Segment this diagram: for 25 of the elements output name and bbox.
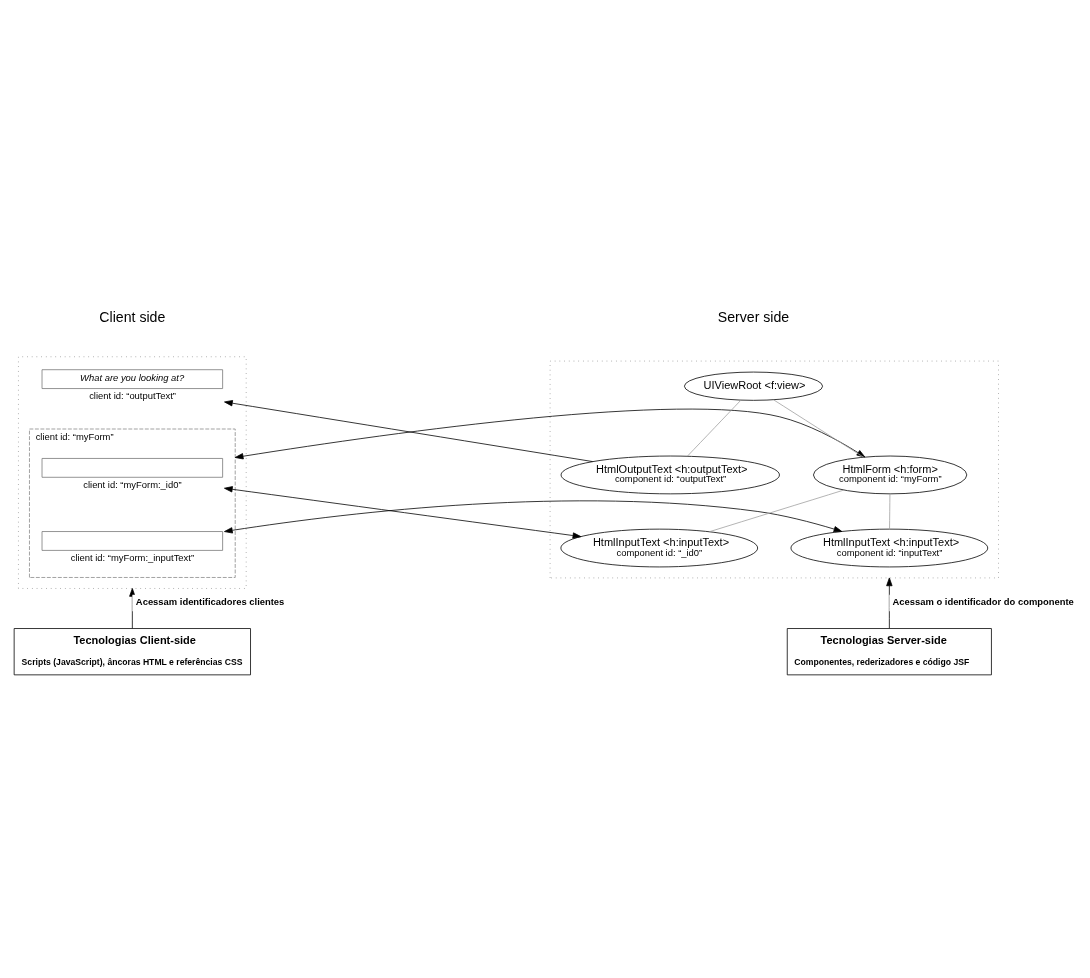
- label: Server side: [717, 308, 790, 325]
- arrow: [234, 408, 866, 459]
- label: Client side: [99, 308, 166, 325]
- node-label: client id: “myForm:_id0”: [83, 478, 182, 490]
- node-box: Tecnologias Client-side Scripts (JavaScript), âncoras HTML e referências CSS: [13, 627, 251, 675]
- edge-label: Acessam o identificador do componente: [892, 595, 1074, 607]
- connector: [686, 399, 742, 457]
- node-ellipse: HtmlOutputText <h:outputText> component id: “outputText”: [560, 455, 780, 494]
- node-label: client id: “myForm:_inputText”: [70, 551, 195, 563]
- connector: [773, 398, 864, 458]
- node-label: client id: “outputText”: [89, 389, 176, 401]
- edge-label: Acessam identificadores clientes: [135, 595, 285, 607]
- cluster: [549, 360, 999, 578]
- connector: [889, 493, 891, 530]
- node-ellipse: UIViewRoot <f:view>: [684, 371, 823, 401]
- node-box: [41, 530, 224, 551]
- node-box: Tecnologias Server-side Componentes, rederizadores e código JSF: [786, 627, 992, 675]
- arrow: [224, 500, 843, 533]
- node-box: What are you looking at?: [41, 368, 224, 389]
- node-ellipse: HtmlForm <h:form> component id: “myForm”: [813, 455, 968, 494]
- arrow: [224, 399, 593, 462]
- node-box: [41, 457, 224, 478]
- arrow: [224, 485, 582, 539]
- node-ellipse: HtmlInputText <h:inputText> component id: “inputText”: [790, 528, 989, 567]
- connector: [708, 489, 845, 532]
